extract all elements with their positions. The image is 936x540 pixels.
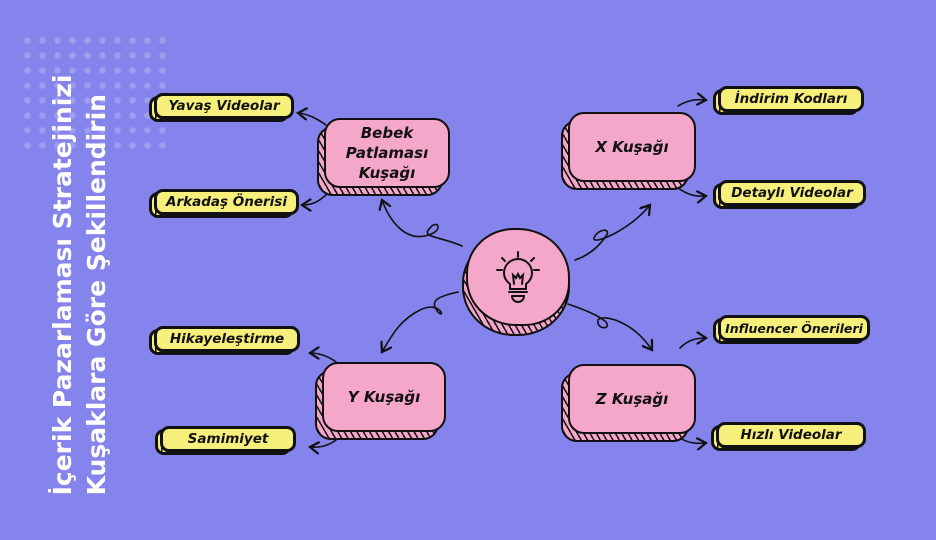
connector (679, 338, 706, 349)
connector (567, 303, 652, 350)
node-gen-y: Y Kuşağı (315, 362, 446, 440)
label-slow-videos: Yavaş Videolar (149, 93, 294, 122)
connector (382, 291, 459, 352)
node-gen-x: X Kuşağı (561, 112, 696, 190)
connector (310, 353, 337, 363)
label-fast-videos: Hızlı Videolar (711, 422, 866, 451)
label-sincerity: Samimiyet (155, 426, 296, 455)
connector (382, 200, 463, 247)
connector (302, 194, 327, 205)
lightbulb-icon (496, 251, 540, 303)
dot-pattern (20, 33, 170, 153)
label-storytelling: Hikayeleştirme (149, 326, 300, 355)
node-gen-z: Z Kuşağı (561, 364, 696, 442)
node-baby-boomers: Bebek Patlaması Kuşağı (317, 118, 450, 196)
label-detailed-videos: Detaylı Videolar (713, 180, 866, 209)
label-influencer-recommendations: Influencer Önerileri (713, 315, 870, 344)
connector (677, 187, 706, 196)
connector (677, 100, 706, 107)
connector (679, 438, 706, 443)
center-node (462, 228, 570, 336)
label-friend-recommendation: Arkadaş Önerisi (149, 189, 299, 218)
connector (574, 205, 650, 261)
label-discount-codes: İndirim Kodları (713, 86, 864, 115)
connector (298, 113, 327, 126)
connector (310, 439, 337, 447)
